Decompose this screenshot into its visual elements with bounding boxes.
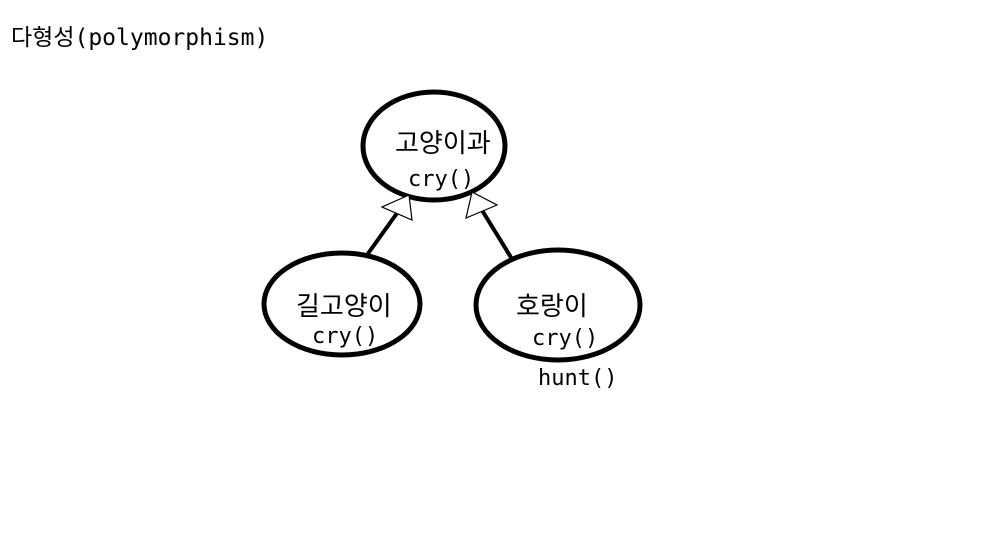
parent-class-node[interactable] [360, 89, 508, 203]
parent-class-name: 고양이과 [395, 129, 491, 159]
child-class-node-stray-cat[interactable] [261, 250, 423, 358]
parent-method-cry: cry() [408, 167, 475, 192]
child-class-name-stray-cat: 길고양이 [296, 292, 392, 322]
child-class-node-tiger[interactable] [473, 247, 643, 363]
child-method-hunt-tiger: hunt() [538, 366, 618, 391]
child-method-cry-stray-cat: cry() [312, 324, 379, 349]
inheritance-line-tiger [478, 205, 514, 261]
page-title: 다형성(polymorphism) [11, 25, 269, 51]
child-class-name-tiger: 호랑이 [516, 292, 588, 322]
child-method-cry-tiger: cry() [532, 326, 599, 351]
inheritance-line-stray-cat [365, 207, 402, 257]
inheritance-arrowhead-tiger [465, 191, 499, 220]
inheritance-arrowhead-stray-cat [380, 194, 413, 221]
